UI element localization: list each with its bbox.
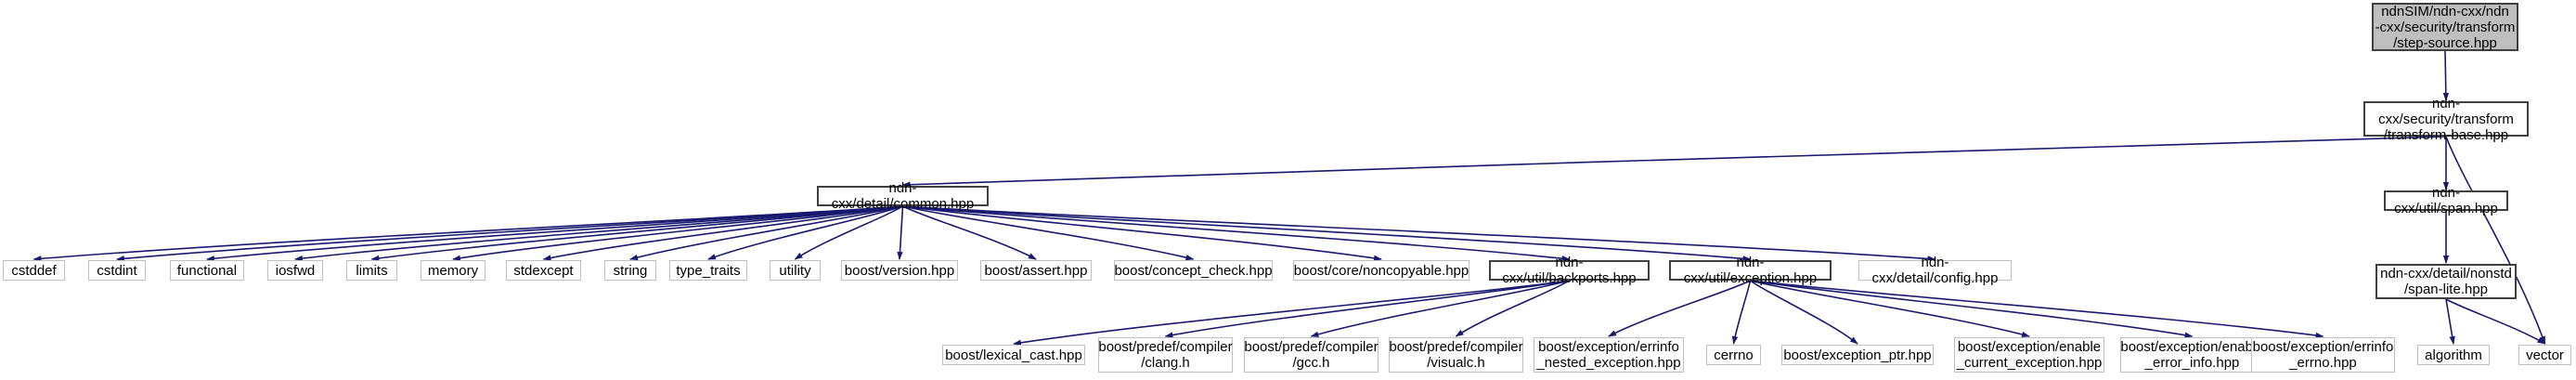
graph-edge-common-to-bnoncopy: [902, 205, 1382, 261]
graph-edge-spanlite-to-vector: [2445, 298, 2546, 345]
graph-node-memory[interactable]: memory: [421, 260, 485, 281]
graph-edge-exception-to-enablecur: [1750, 280, 2030, 338]
graph-edge-backports-to-clang: [1164, 280, 1570, 338]
graph-node-cstdint[interactable]: cstdint: [88, 260, 146, 281]
graph-edge-spanlite-to-algorithm: [2445, 298, 2455, 345]
graph-edge-backports-to-visualc: [1455, 280, 1570, 337]
graph-edge-exception-to-errinfoerr: [1750, 280, 2324, 339]
graph-edge-common-to-utility: [794, 205, 903, 260]
graph-node-span[interactable]: ndn-cxx/util/span.hpp: [2384, 185, 2508, 216]
graph-node-gcc[interactable]: boost/predef/compiler /gcc.h: [1244, 337, 1379, 373]
graph-edge-tbase-to-vector: [2445, 136, 2546, 345]
graph-node-cstddef[interactable]: cstddef: [3, 260, 65, 281]
graph-edge-root-to-tbase: [2442, 50, 2450, 101]
graph-node-limits[interactable]: limits: [346, 260, 397, 281]
graph-edge-common-to-cstddef: [32, 205, 903, 262]
graph-node-enablecur[interactable]: boost/exception/enable _current_exceptio…: [1954, 337, 2104, 373]
graph-node-root[interactable]: ndnSIM/ndn-cxx/ndn -cxx/security/transfo…: [2372, 3, 2518, 51]
graph-edge-common-to-bassert: [902, 205, 1037, 260]
graph-edge-common-to-cstdint: [116, 205, 903, 262]
graph-node-nested[interactable]: boost/exception/errinfo _nested_exceptio…: [1534, 337, 1684, 373]
graph-edge-common-to-memory: [452, 205, 903, 261]
graph-edge-common-to-config: [902, 205, 1936, 262]
graph-node-clang[interactable]: boost/predef/compiler /clang.h: [1098, 337, 1233, 373]
graph-edge-common-to-type_traits: [707, 205, 903, 260]
graph-node-spanlite[interactable]: ndn-cxx/detail/nonstd /span-lite.hpp: [2375, 264, 2517, 299]
graph-node-bassert[interactable]: boost/assert.hpp: [980, 260, 1092, 281]
graph-node-stdexcept[interactable]: stdexcept: [506, 260, 581, 281]
graph-node-common[interactable]: ndn-cxx/detail/common.hpp: [817, 180, 989, 212]
graph-node-functional[interactable]: functional: [170, 260, 244, 281]
graph-edge-backports-to-lexical: [1013, 280, 1570, 346]
graph-node-backports[interactable]: ndn-cxx/util/backports.hpp: [1489, 255, 1650, 286]
graph-edge-common-to-backports: [902, 205, 1571, 262]
graph-edge-tbase-to-common: [901, 136, 2447, 188]
graph-edge-exception-to-enableerr: [1750, 280, 2194, 338]
graph-edge-common-to-exception: [902, 205, 1752, 262]
graph-node-bversion[interactable]: boost/version.hpp: [841, 260, 958, 281]
graph-edge-exception-to-nested: [1608, 280, 1751, 337]
graph-edge-common-to-bconcept: [902, 205, 1195, 261]
graph-edge-exception-to-excptr: [1750, 280, 1858, 345]
graph-node-lexical[interactable]: boost/lexical_cast.hpp: [942, 345, 1085, 365]
graph-node-string[interactable]: string: [604, 260, 656, 281]
graph-node-visualc[interactable]: boost/predef/compiler /visualc.h: [1389, 337, 1523, 373]
graph-edge-common-to-iosfwd: [294, 205, 903, 262]
graph-node-vector[interactable]: vector: [2518, 345, 2571, 365]
graph-edge-common-to-functional: [206, 205, 903, 262]
graph-edge-common-to-string: [629, 205, 903, 261]
graph-node-enableerr[interactable]: boost/exception/enable _error_info.hpp: [2120, 337, 2264, 373]
graph-node-utility[interactable]: utility: [770, 260, 821, 281]
graph-edge-common-to-stdexcept: [542, 205, 903, 261]
graph-node-algorithm[interactable]: algorithm: [2417, 345, 2490, 365]
graph-node-errinfoerr[interactable]: boost/exception/errinfo _errno.hpp: [2251, 337, 2395, 373]
graph-node-config[interactable]: ndn-cxx/detail/config.hpp: [1858, 255, 2012, 286]
graph-node-bconcept[interactable]: boost/concept_check.hpp: [1114, 260, 1273, 281]
graph-edge-common-to-bversion: [897, 205, 904, 260]
graph-node-tbase[interactable]: ndn-cxx/security/transform /transform-ba…: [2363, 96, 2529, 143]
graph-node-type_traits[interactable]: type_traits: [669, 260, 747, 281]
graph-edge-common-to-limits: [370, 205, 903, 262]
graph-edge-backports-to-gcc: [1310, 280, 1570, 337]
graph-node-cerrno[interactable]: cerrno: [1706, 345, 1761, 365]
graph-node-iosfwd[interactable]: iosfwd: [267, 260, 323, 281]
graph-node-exception[interactable]: ndn-cxx/util/exception.hpp: [1669, 255, 1832, 286]
graph-node-bnoncopy[interactable]: boost/core/noncopyable.hpp: [1293, 260, 1469, 281]
graph-edge-exception-to-cerrno: [1731, 280, 1752, 345]
graph-node-excptr[interactable]: boost/exception_ptr.hpp: [1781, 345, 1934, 365]
